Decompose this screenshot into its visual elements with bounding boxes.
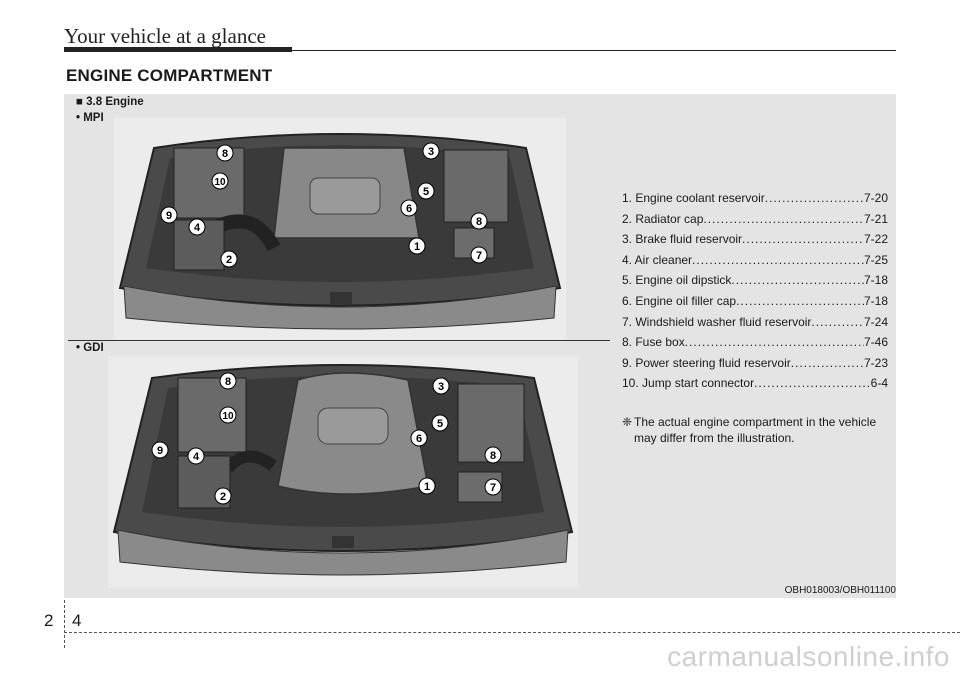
callout-label: 7 [476,250,482,262]
callout-label: 1 [414,241,420,253]
variant-gdi-label: • GDI [76,342,104,354]
legend-item: 3. Brake fluid reservoir7-22 [622,229,888,250]
callout-label: 4 [193,451,200,463]
callout-mpi-2: 2 [220,250,238,273]
callout-mpi-10: 10 [210,172,230,195]
header-rule [292,50,896,51]
callout-label: 2 [226,254,232,266]
page-separator [64,600,65,648]
callout-label: 3 [438,381,444,393]
callout-label: 7 [490,482,496,494]
callout-gdi-8a: 8 [219,372,237,395]
callout-gdi-3: 3 [432,377,450,400]
callout-label: 1 [424,481,430,493]
legend-item: 8. Fuse box7-46 [622,332,888,353]
callout-mpi-3: 3 [422,142,440,165]
page-number: 4 [72,611,81,631]
component-legend: 1. Engine coolant reservoir7-20 2. Radia… [622,188,888,394]
callout-mpi-1: 1 [408,237,426,260]
legend-item: 6. Engine oil filler cap7-18 [622,291,888,312]
callout-mpi-4: 4 [188,218,206,241]
footer-rule [64,632,960,633]
callout-label: 9 [166,210,172,222]
callout-gdi-9: 9 [151,441,169,464]
legend-item: 5. Engine oil dipstick7-18 [622,270,888,291]
callout-mpi-8b: 8 [470,212,488,235]
callout-mpi-7: 7 [470,246,488,269]
callout-mpi-9: 9 [160,206,178,229]
illustration-note: ❈ The actual engine compartment in the v… [622,414,888,446]
callout-label: 10 [222,411,234,422]
callout-mpi-6: 6 [400,199,418,222]
callout-gdi-8b: 8 [484,446,502,469]
callout-label: 8 [225,376,231,388]
legend-item: 9. Power steering fluid reservoir7-23 [622,353,888,374]
callout-label: 3 [428,146,434,158]
engine-mpi-illustration [114,118,566,340]
callout-mpi-5: 5 [417,182,435,205]
callout-gdi-7: 7 [484,478,502,501]
callout-label: 2 [220,491,226,503]
callout-label: 8 [476,216,482,228]
watermark: carmanualsonline.info [667,641,950,673]
callout-label: 6 [406,203,412,215]
callout-label: 4 [194,222,201,234]
header-title: Your vehicle at a glance [64,24,266,49]
callout-label: 8 [222,148,228,160]
callout-label: 9 [157,445,163,457]
legend-item: 7. Windshield washer fluid reservoir7-24 [622,312,888,333]
engine-label: ■ 3.8 Engine [76,96,144,108]
callout-label: 5 [437,418,443,430]
note-symbol: ❈ [622,414,632,430]
note-text: The actual engine compartment in the veh… [622,414,888,446]
callout-gdi-1: 1 [418,477,436,500]
callout-label: 5 [423,186,429,198]
figure-code: OBH018003/OBH011100 [785,585,896,596]
variant-mpi-label: • MPI [76,112,104,124]
callout-mpi-8a: 8 [216,144,234,167]
legend-item: 2. Radiator cap7-21 [622,209,888,230]
callout-label: 10 [214,177,226,188]
callout-gdi-4: 4 [187,447,205,470]
callout-gdi-6: 6 [410,429,428,452]
callout-label: 6 [416,433,422,445]
legend-item: 10. Jump start connector6-4 [622,373,888,394]
engine-gdi-illustration [108,356,578,588]
section-title: ENGINE COMPARTMENT [66,66,272,86]
callout-label: 8 [490,450,496,462]
chapter-number: 2 [44,611,53,631]
header-bar [64,47,292,52]
variant-divider [68,340,610,341]
callout-gdi-10: 10 [218,406,238,429]
callout-gdi-2: 2 [214,487,232,510]
legend-item: 4. Air cleaner7-25 [622,250,888,271]
legend-item: 1. Engine coolant reservoir7-20 [622,188,888,209]
callout-gdi-5: 5 [431,414,449,437]
